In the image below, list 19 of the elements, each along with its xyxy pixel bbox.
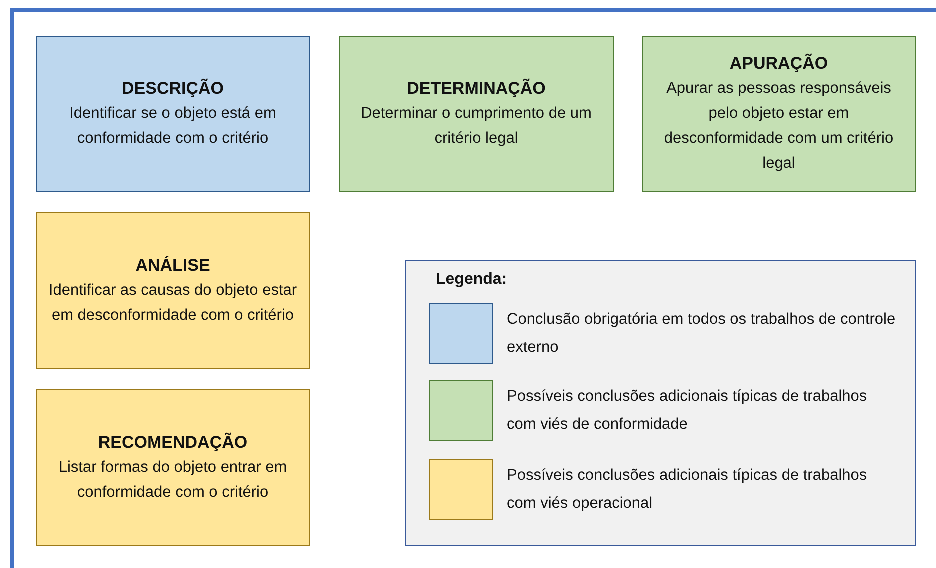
box-heading: DESCRIÇÃO bbox=[122, 78, 224, 100]
legend-text: Possíveis conclusões adicionais típicas de trabalhos com viés operacional bbox=[507, 466, 868, 514]
box-description: Apurar as pessoas responsáveis pelo objeto estar em desconformidade com um critério legal bbox=[663, 79, 895, 174]
legend-text: Conclusão obrigatória em todos os trabalhos de controle externo bbox=[507, 310, 897, 358]
box-heading: APURAÇÃO bbox=[730, 52, 828, 75]
box-heading: ANÁLISE bbox=[136, 254, 210, 276]
box-heading: DETERMINAÇÃO bbox=[407, 78, 546, 100]
conclusion-box bbox=[642, 36, 916, 192]
legend-title: Legenda: bbox=[436, 271, 508, 289]
box-description: Identificar as causas do objeto estar em desconformidade com o critério bbox=[48, 280, 298, 326]
conclusion-box bbox=[36, 36, 310, 192]
conclusion-box bbox=[36, 389, 310, 546]
box-description: Identificar se o objeto está em conformidade com o critério bbox=[68, 104, 278, 149]
box-description: Listar formas do objeto entrar em conformidade com o critério bbox=[58, 458, 288, 502]
conclusion-box bbox=[339, 36, 614, 192]
legend-text: Possíveis conclusões adicionais típicas de trabalhos com viés de conformidade bbox=[507, 387, 868, 435]
box-description: Determinar o cumprimento de um critério legal bbox=[360, 104, 593, 149]
conclusion-box bbox=[36, 212, 310, 369]
box-heading: RECOMENDAÇÃO bbox=[98, 432, 248, 454]
